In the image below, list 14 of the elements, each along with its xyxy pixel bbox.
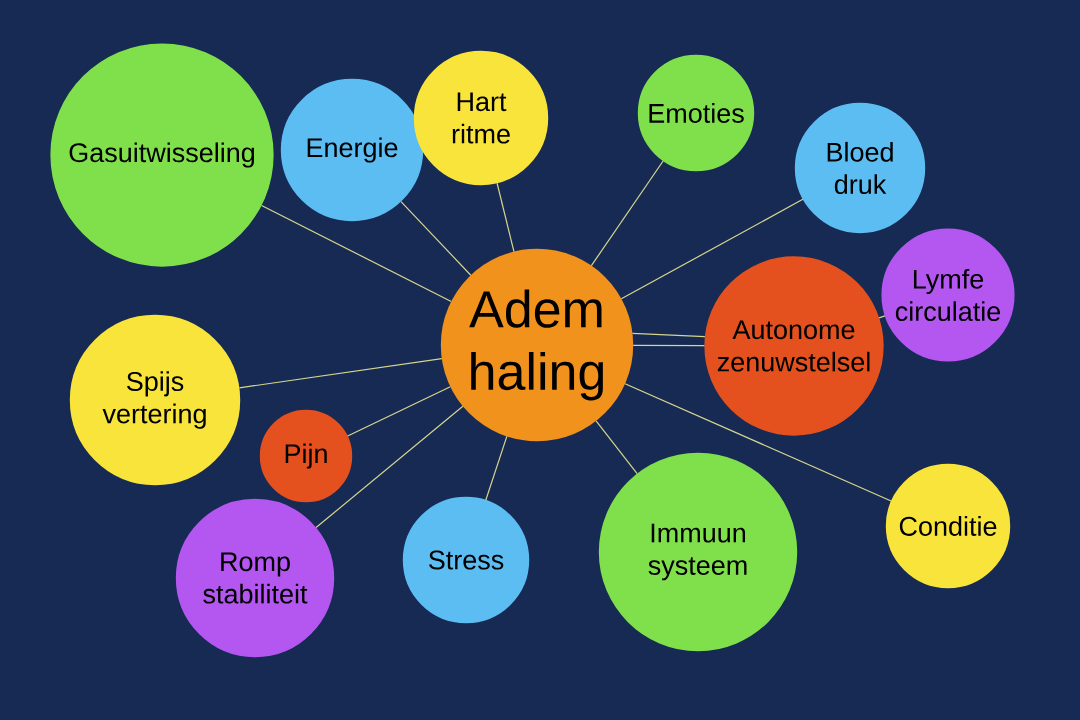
- connector-line: [347, 386, 451, 437]
- connector-line: [632, 344, 705, 347]
- connector-line: [595, 420, 638, 475]
- connector-line: [496, 182, 515, 253]
- connector-line: [624, 383, 892, 502]
- connector-line: [400, 201, 472, 276]
- connector-line: [485, 435, 508, 501]
- connector-line: [238, 358, 443, 389]
- connector-line: [620, 198, 804, 300]
- connector-line: [261, 204, 452, 303]
- connector-line: [315, 405, 464, 529]
- connector-line: [590, 160, 664, 267]
- connector-line: [631, 332, 706, 338]
- connector-line: [878, 315, 886, 319]
